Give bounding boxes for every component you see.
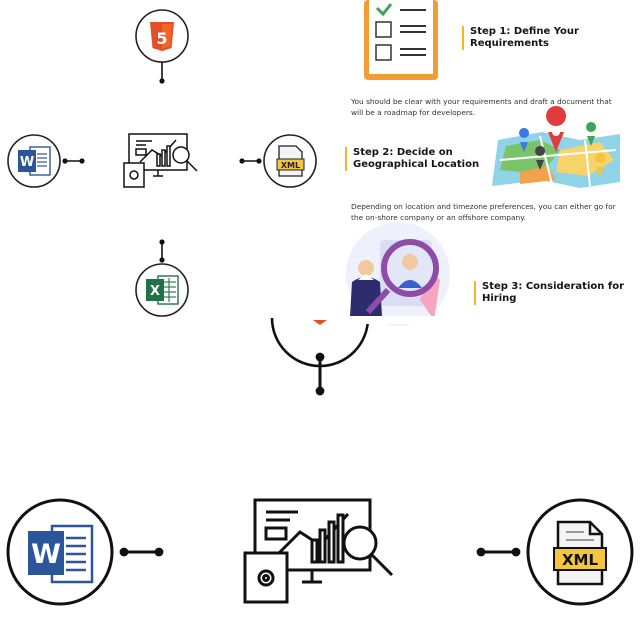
clipboard-illustration: [364, 0, 438, 80]
hiring-illustration: [346, 222, 450, 326]
step-3-title-line2: Hiring: [482, 293, 517, 304]
xml-icon-large: XML: [526, 498, 634, 606]
step-1-description: You should be clear with your requiremen…: [351, 96, 612, 118]
step-1-title-line2: Requirements: [470, 38, 549, 49]
step-1-title-line1: Step 1: Define Your: [470, 26, 579, 37]
word-icon-small: W: [7, 134, 61, 188]
step-2-title-line1: Step 2: Decide on: [353, 147, 453, 158]
step-2-desc-line1: Depending on location and timezone prefe…: [351, 202, 616, 211]
step-3-title: Step 3: Consideration for Hiring: [474, 281, 624, 305]
word-label-large: W: [31, 539, 61, 570]
step-3-title-line1: Step 3: Consideration for: [482, 281, 625, 292]
xml-label-small: XML: [281, 161, 300, 170]
step-1-title: Step 1: Define Your Requirements: [462, 26, 579, 50]
step-2-title-line2: Geographical Location: [353, 159, 480, 170]
analytics-icon-large: [243, 498, 394, 604]
html5-label: 5: [156, 29, 167, 48]
step-2-description: Depending on location and timezone prefe…: [351, 201, 616, 223]
word-icon-large: W: [6, 498, 114, 606]
analytics-icon-small: [123, 133, 198, 188]
excel-icon: X: [135, 263, 189, 317]
map-illustration: [492, 106, 620, 188]
step-1-desc-line2: will be a roadmap for developers.: [351, 108, 476, 117]
step-1-desc-line1: You should be clear with your requiremen…: [351, 97, 612, 106]
word-label-small: W: [20, 155, 34, 170]
xml-label-large: XML: [562, 551, 598, 569]
step-2-desc-line2: the on-shore company or an offshore comp…: [351, 213, 526, 222]
excel-label: X: [150, 284, 160, 299]
html5-icon: 5: [135, 9, 189, 63]
step-2-title: Step 2: Decide on Geographical Location: [345, 147, 479, 171]
xml-icon-small: XML: [263, 134, 317, 188]
